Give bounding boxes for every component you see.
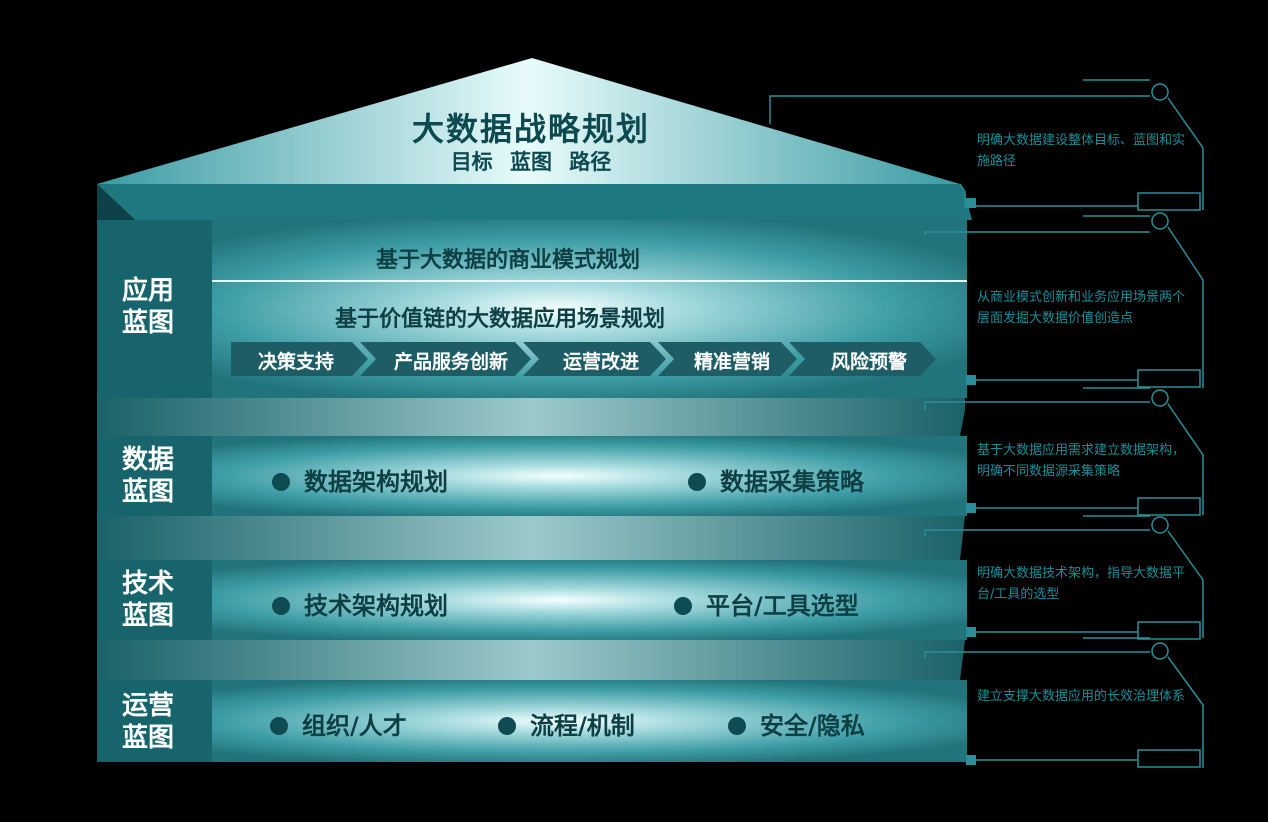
label-bg-ops	[97, 680, 212, 762]
bullet-icon	[674, 597, 692, 615]
bullet-icon	[270, 717, 288, 735]
slab-2	[97, 516, 965, 560]
chevron-product: 产品服务创新	[393, 351, 508, 373]
label-bg-tech	[97, 560, 212, 640]
label-bg-application	[97, 220, 212, 398]
bullet-icon	[498, 717, 516, 735]
ops-item: 流程/机制	[498, 706, 635, 741]
slab-3	[97, 640, 965, 680]
connector-lines	[769, 79, 1204, 768]
roof-title: 大数据战略规划	[411, 110, 650, 148]
desc-data: 基于大数据应用需求建立数据架构，明确不同数据源采集策略	[977, 443, 1186, 479]
desc-strategy: 明确大数据建设整体目标、蓝图和实施路径	[977, 133, 1186, 169]
desc-ops: 建立支撑大数据应用的长效治理体系	[977, 689, 1186, 704]
data-item: 数据采集策略	[688, 462, 864, 497]
tech-item: 技术架构规划	[272, 586, 448, 621]
bullet-icon	[688, 473, 706, 491]
bullet-icon	[272, 597, 290, 615]
chevron-marketing: 精准营销	[693, 351, 770, 373]
floor-data	[97, 436, 967, 516]
chevron-operations: 运营改进	[562, 351, 639, 373]
bullet-icon	[728, 717, 746, 735]
chevron-decision: 决策支持	[257, 351, 334, 373]
roof-subtitle: 目标 蓝图 路径	[450, 150, 612, 174]
slab-1	[97, 398, 965, 436]
label-tech: 技术 蓝图	[121, 569, 174, 631]
bullet-icon	[272, 473, 290, 491]
floor-ops	[97, 680, 967, 762]
desc-tech: 明确大数据技术架构，指导大数据平台/工具的选型	[977, 566, 1186, 602]
business-model-row: 基于大数据的商业模式规划	[376, 248, 641, 273]
label-bg-data	[97, 436, 212, 516]
ops-item: 组织/人才	[270, 706, 407, 741]
label-data: 数据 蓝图	[121, 445, 174, 507]
roof-band	[97, 184, 972, 220]
floor-tech	[97, 560, 967, 640]
desc-application: 从商业模式创新和业务应用场景两个层面发掘大数据价值创造点	[977, 290, 1186, 326]
chevron-risk: 风险预警	[830, 351, 907, 373]
roof-shape	[97, 58, 960, 184]
value-chain-row: 基于价值链的大数据应用场景规划	[335, 307, 666, 332]
chevron-row	[231, 342, 936, 376]
label-ops: 运营 蓝图	[121, 691, 174, 753]
data-item: 数据架构规划	[272, 462, 448, 497]
tech-item: 平台/工具选型	[674, 586, 859, 621]
label-application: 应用 蓝图	[121, 276, 174, 338]
ops-item: 安全/隐私	[728, 706, 865, 741]
